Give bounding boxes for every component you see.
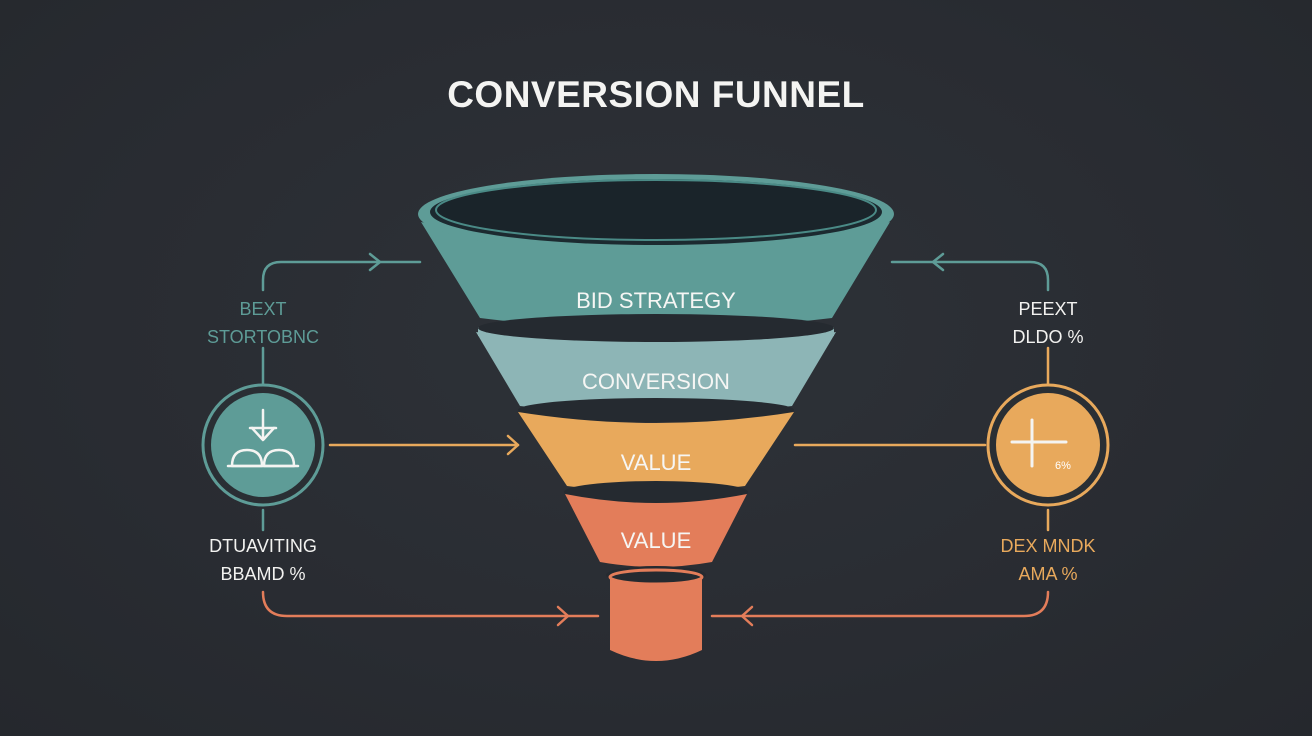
funnel-stage-4-top	[564, 481, 748, 503]
funnel-stage-2-top	[478, 314, 834, 342]
connector-left-bottom	[261, 590, 600, 618]
left-top-label-line-1: BEXT	[239, 299, 287, 319]
right-bottom-label: DEX MNDK AMA %	[948, 532, 1148, 588]
left-top-label: BEXT STORTOBNC	[163, 295, 363, 351]
left-bottom-label-line-1: DTUAVITING	[209, 536, 317, 556]
arrow-right-bottom	[740, 605, 754, 627]
funnel-spout	[610, 578, 702, 661]
funnel-rim-inner	[435, 179, 877, 241]
arrow-right-top	[931, 252, 945, 272]
connectors	[261, 252, 1050, 627]
page-title: CONVERSION FUNNEL	[447, 74, 865, 115]
connector-right-top	[890, 260, 1050, 292]
connector-left-top	[261, 260, 422, 292]
right-bottom-label-line-1: DEX MNDK	[1000, 536, 1096, 556]
right-top-label-line-2: DLDO %	[1012, 327, 1084, 347]
stage-label-bid-strategy: BID STRATEGY	[576, 288, 736, 313]
stage-label-conversion: CONVERSION	[582, 369, 730, 394]
left-top-label-line-2: STORTOBNC	[206, 327, 320, 347]
funnel-stage-2	[476, 332, 836, 414]
arrow-left-middle	[506, 434, 520, 456]
funnel-stage-3	[518, 412, 794, 492]
funnel-stage-3-top	[518, 398, 794, 422]
funnel	[418, 174, 894, 661]
funnel-spout-rim	[608, 568, 704, 586]
arrow-left-bottom	[556, 605, 570, 627]
right-bottom-label-line-2: AMA %	[1018, 564, 1078, 584]
left-badge	[201, 383, 325, 507]
right-top-label: PEEXT DLDO %	[948, 295, 1148, 351]
left-bottom-label: DTUAVITING BBAMD %	[163, 532, 363, 588]
funnel-stage-4	[565, 494, 747, 567]
left-bottom-label-line-2: BBAMD %	[220, 564, 306, 584]
stage-label-value-2: VALUE	[620, 528, 692, 553]
connector-right-bottom	[710, 590, 1050, 618]
download-arrow-icon	[226, 408, 300, 468]
stage-label-value-1: VALUE	[620, 450, 692, 475]
right-top-label-line-1: PEEXT	[1018, 299, 1078, 319]
right-badge	[986, 383, 1110, 507]
plus-icon	[1010, 418, 1068, 468]
arrow-left-top	[368, 252, 382, 272]
right-badge-percent: 6%	[1055, 460, 1071, 472]
